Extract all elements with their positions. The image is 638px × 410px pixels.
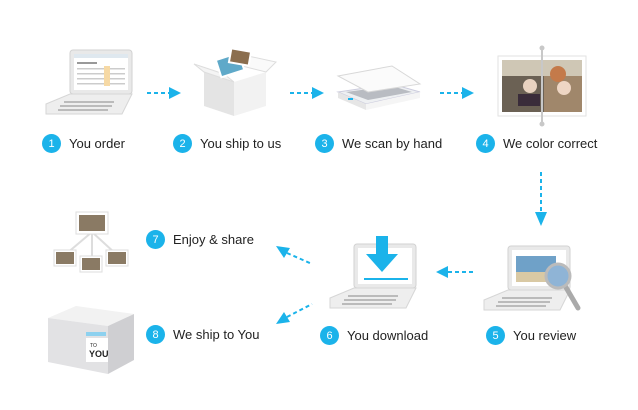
step-number: 4	[476, 134, 495, 153]
arrow-5-6	[436, 266, 474, 278]
step-label: You download	[347, 328, 429, 343]
step-number: 3	[315, 134, 334, 153]
step-number: 5	[486, 326, 505, 345]
laptop-review-icon	[483, 245, 581, 311]
step-6: 6 You download	[320, 326, 428, 345]
arrow-6-8	[276, 303, 313, 324]
step-number: 7	[146, 230, 165, 249]
share-photos-icon	[53, 211, 129, 273]
laptop-order-icon	[45, 49, 133, 115]
step-label: Enjoy & share	[173, 232, 254, 247]
box-label-you: YOU	[89, 349, 109, 359]
box-label-to: TO	[90, 343, 97, 349]
step-label: You ship to us	[200, 136, 282, 151]
step-2: 2 You ship to us	[173, 134, 281, 153]
step-label: You review	[513, 328, 577, 343]
arrow-2-3	[290, 87, 324, 99]
step-number: 8	[146, 325, 165, 344]
step-7: 7 Enjoy & share	[146, 230, 254, 249]
arrow-3-4	[440, 87, 474, 99]
photo-compare-icon	[497, 45, 587, 127]
step-5: 5 You review	[486, 326, 576, 345]
step-8: 8 We ship to You	[146, 325, 260, 344]
step-3: 3 We scan by hand	[315, 134, 442, 153]
shipping-box-icon: TO YOU	[48, 306, 134, 374]
arrow-4-5	[535, 172, 547, 226]
step-label: We color correct	[503, 136, 598, 151]
step-label: You order	[69, 136, 125, 151]
open-box-icon	[193, 47, 278, 116]
step-1: 1 You order	[42, 134, 125, 153]
step-number: 1	[42, 134, 61, 153]
step-number: 2	[173, 134, 192, 153]
arrow-6-7	[276, 246, 313, 265]
step-label: We scan by hand	[342, 136, 443, 151]
step-label: We ship to You	[173, 327, 260, 342]
step-number: 6	[320, 326, 339, 345]
laptop-download-icon	[329, 236, 417, 309]
scanner-icon	[336, 65, 422, 110]
step-4: 4 We color correct	[476, 134, 597, 153]
arrow-1-2	[147, 87, 181, 99]
